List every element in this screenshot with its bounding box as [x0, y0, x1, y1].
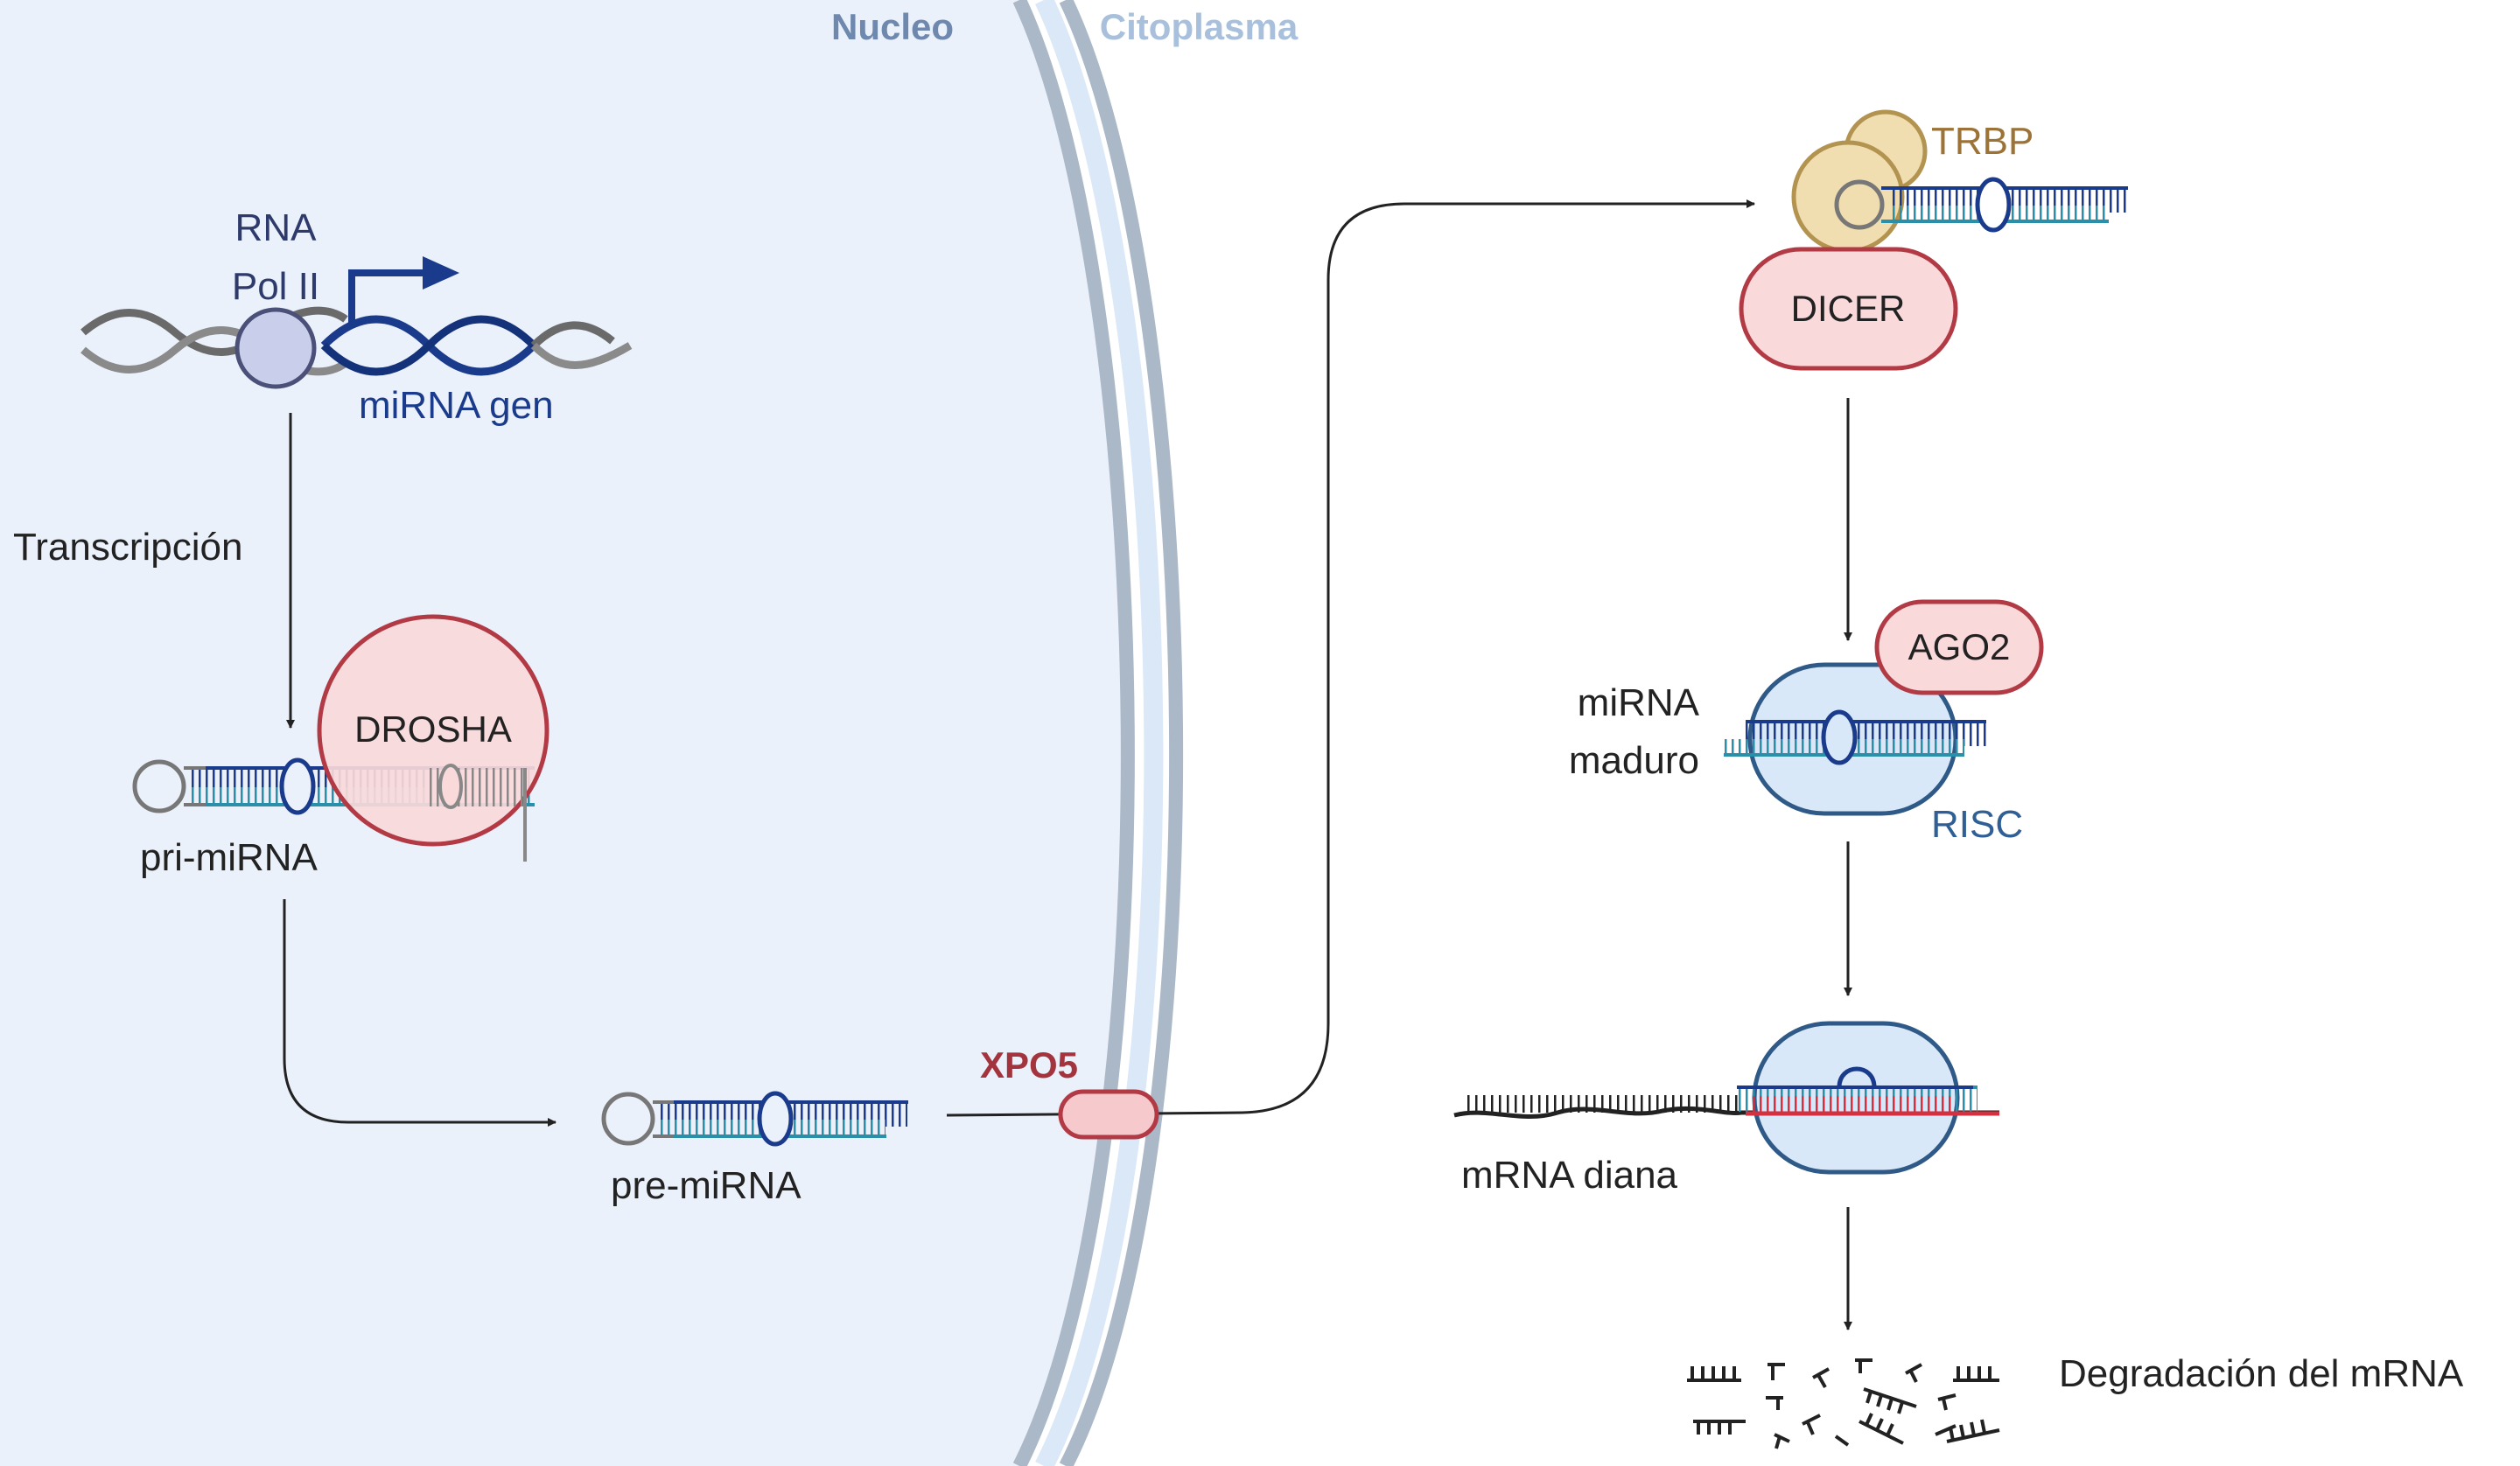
cytoplasm-title: Citoplasma	[1100, 6, 1298, 47]
transcription-start-arrowhead	[423, 256, 459, 290]
risc-label: RISC	[1931, 803, 2023, 846]
transcription-start-arrow	[348, 269, 424, 328]
dicer-bound-pre-mirna	[1834, 177, 2128, 233]
pri-mirna-flank	[429, 764, 527, 862]
pri-mirna-label: pri-miRNA	[140, 836, 318, 879]
xpo5-exportin	[1058, 1089, 1159, 1140]
pre-mirna-hairpin	[601, 1091, 908, 1147]
nucleus-region	[0, 0, 1184, 1466]
transcription-label: Transcripción	[13, 526, 242, 569]
rna-pol-label-1: RNA	[235, 206, 318, 249]
pre-mirna-label: pre-miRNA	[611, 1164, 802, 1207]
ago2-label: AGO2	[1908, 626, 2011, 667]
processing-arrow	[283, 899, 556, 1127]
target-mrna-label: mRNA diana	[1461, 1154, 1678, 1197]
dna-helix	[80, 306, 633, 376]
rna-pol-ii	[234, 307, 317, 389]
nucleus-title: Nucleo	[831, 6, 954, 47]
rna-pol-label-2: Pol II	[232, 265, 319, 308]
export-arrow	[946, 199, 1755, 1117]
mature-mirna-label-2: maduro	[1569, 739, 1699, 782]
xpo5-label: XPO5	[980, 1044, 1078, 1086]
dicer-label: DICER	[1791, 288, 1906, 329]
nuclear-membrane-inner	[1035, 0, 1164, 1466]
nuclear-membrane-outer	[1012, 0, 1135, 1466]
target-mrna-ticks	[1463, 1095, 1743, 1113]
ago2-protein	[1874, 599, 2044, 695]
drosha-label: DROSHA	[354, 709, 512, 750]
target-duplex	[1737, 1066, 1999, 1116]
mature-mirna-duplex	[1724, 709, 1986, 765]
degraded-mrna-fragments	[1687, 1358, 2000, 1449]
mirna-gene-label: miRNA gen	[359, 384, 554, 427]
dicer-enzyme	[1739, 247, 1958, 371]
mature-mirna-label-1: miRNA	[1578, 681, 1700, 724]
degradation-label: Degradación del mRNA	[2059, 1352, 2464, 1395]
nuclear-membrane-outer2	[1059, 0, 1184, 1466]
trbp-label: TRBP	[1931, 120, 2034, 163]
